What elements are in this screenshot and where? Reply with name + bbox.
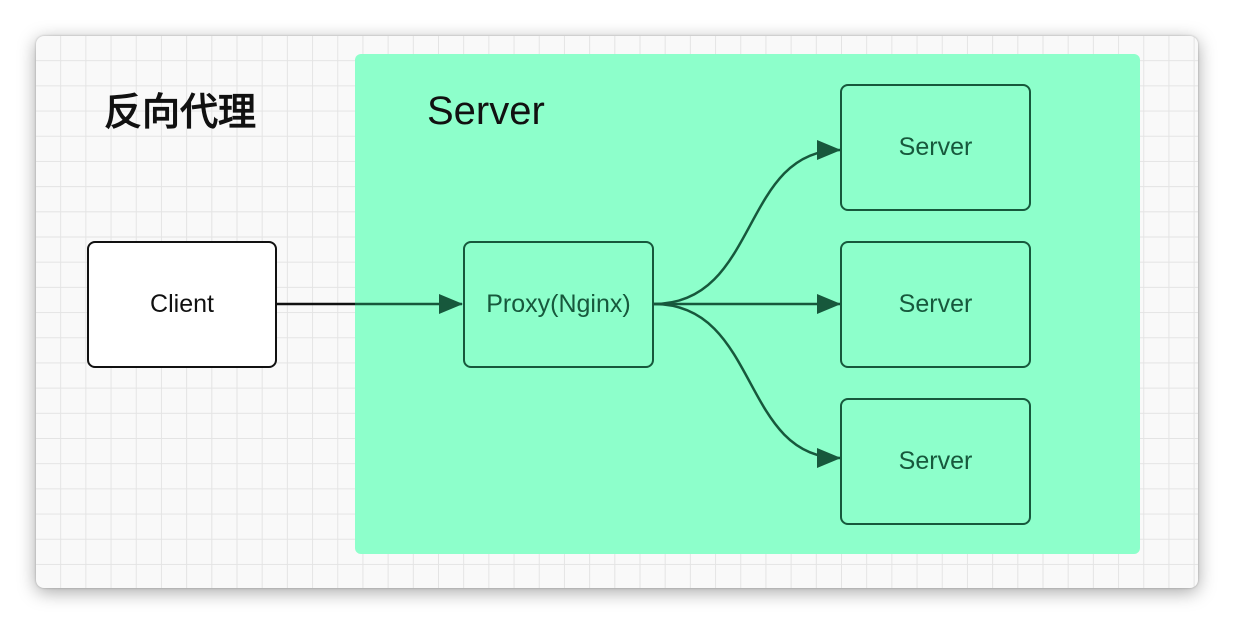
proxy-node: Proxy(Nginx): [463, 241, 654, 368]
server-node-top-label: Server: [898, 133, 973, 161]
server-node-middle-label: Server: [898, 290, 973, 318]
server-node-bottom: Server: [840, 398, 1031, 525]
server-node-bottom-label: Server: [898, 447, 973, 475]
server-node-middle: Server: [840, 241, 1031, 368]
server-node-top: Server: [840, 84, 1031, 211]
client-node-label: Client: [150, 290, 214, 318]
server-zone-label: Server: [427, 89, 545, 133]
proxy-node-label: Proxy(Nginx): [486, 290, 631, 318]
client-node: Client: [87, 241, 277, 368]
diagram-title: 反向代理: [104, 90, 257, 134]
